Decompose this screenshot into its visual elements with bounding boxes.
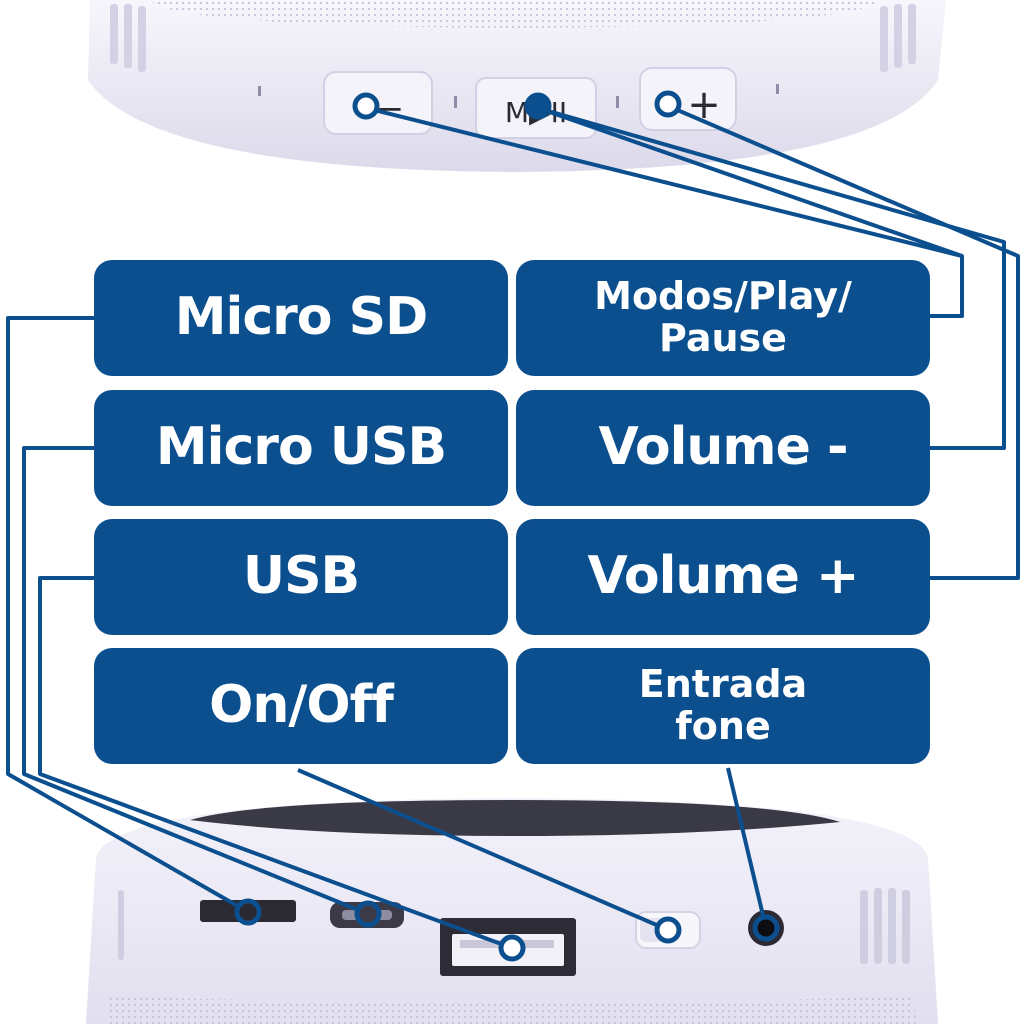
top-speaker: − M▶II + — [88, 0, 946, 172]
endpoint-micro-sd — [234, 898, 262, 926]
label-volume-plus: Volume + — [516, 519, 930, 635]
endpoint-play-pause — [524, 92, 552, 120]
label-micro-sd-text: Micro SD — [174, 287, 428, 348]
endpoint-entrada-fone — [752, 914, 780, 942]
endpoint-on-off — [654, 916, 682, 944]
connector-micro-usb — [22, 446, 369, 916]
label-modos-play-pause-line1: Modos/Play/ — [594, 274, 852, 319]
endpoint-volume-minus — [352, 92, 380, 120]
connector-micro-sd — [6, 316, 249, 914]
label-entrada-fone-line2: fone — [675, 704, 771, 748]
connector-volume-minus-branch — [365, 106, 963, 258]
label-modos-play-pause: Modos/Play/ Pause — [516, 260, 930, 376]
volume-up-button[interactable]: + — [639, 67, 737, 131]
connector-on-off — [297, 768, 669, 932]
connector-endpoints — [234, 90, 780, 962]
label-usb-text: USB — [242, 546, 360, 607]
svg-text:−: − — [376, 89, 405, 129]
label-volume-plus-text: Volume + — [587, 546, 859, 607]
endpoint-usb — [498, 934, 526, 962]
connector-volume-minus — [537, 106, 1006, 450]
label-micro-usb: Micro USB — [94, 390, 508, 506]
label-on-off: On/Off — [94, 648, 508, 764]
label-volume-minus: Volume - — [516, 390, 930, 506]
bottom-speaker — [86, 798, 938, 1024]
label-modos-play-pause-line2: Pause — [659, 316, 787, 360]
label-entrada-fone: Entrada fone — [516, 648, 930, 764]
label-micro-sd: Micro SD — [94, 260, 508, 376]
connector-usb — [38, 576, 513, 950]
label-on-off-text: On/Off — [209, 675, 394, 736]
label-usb: USB — [94, 519, 508, 635]
connector-volume-plus — [667, 104, 1020, 580]
label-entrada-fone-line1: Entrada — [638, 662, 808, 707]
connector-lines — [6, 104, 1020, 950]
label-micro-usb-text: Micro USB — [155, 417, 447, 478]
connector-modos-play-pause — [537, 106, 964, 318]
label-volume-minus-text: Volume - — [598, 417, 848, 478]
endpoint-volume-plus — [654, 90, 682, 118]
connector-entrada-fone — [726, 767, 768, 929]
endpoint-micro-usb — [354, 900, 382, 928]
